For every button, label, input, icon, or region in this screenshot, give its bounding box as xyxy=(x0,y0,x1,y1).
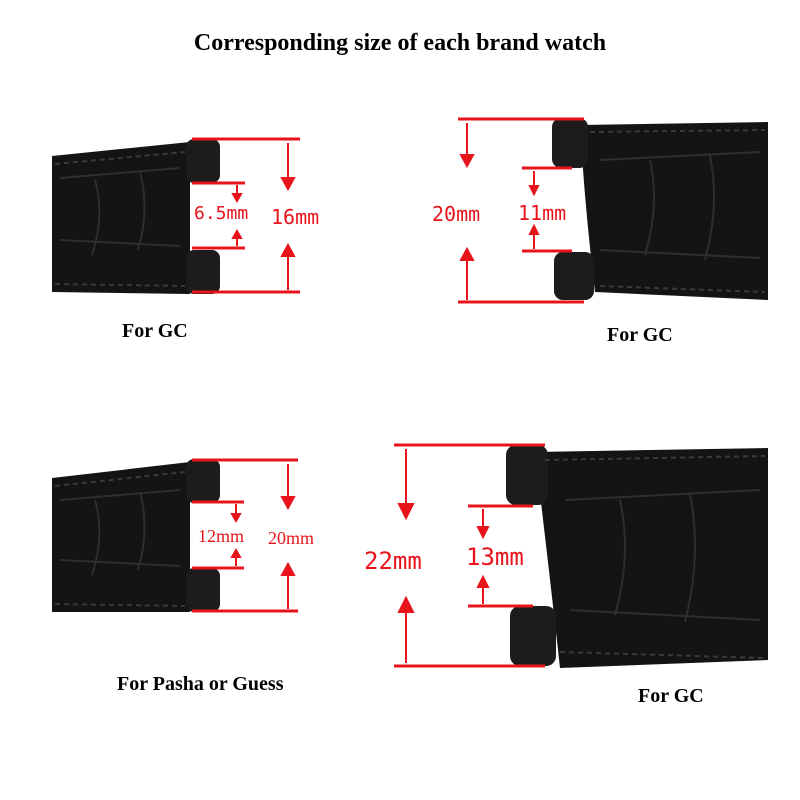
outer-width-label: 20mm xyxy=(432,202,481,226)
outer-width-label: 22mm xyxy=(364,547,422,575)
inner-width-label: 13mm xyxy=(466,543,524,571)
page-title: Corresponding size of each brand watch xyxy=(193,30,607,56)
outer-width-label: 16mm xyxy=(271,205,320,229)
inner-width-label: 6.5mm xyxy=(194,203,249,224)
inner-width-label: 11mm xyxy=(518,201,567,225)
caption-top-left: For GC xyxy=(122,320,188,342)
outer-width-label: 20mm xyxy=(268,528,315,548)
caption-bottom-left: For Pasha or Guess xyxy=(117,673,284,695)
caption-top-right: For GC xyxy=(607,324,673,346)
inner-width-label: 12mm xyxy=(198,526,245,546)
caption-bottom-right: For GC xyxy=(638,685,704,707)
